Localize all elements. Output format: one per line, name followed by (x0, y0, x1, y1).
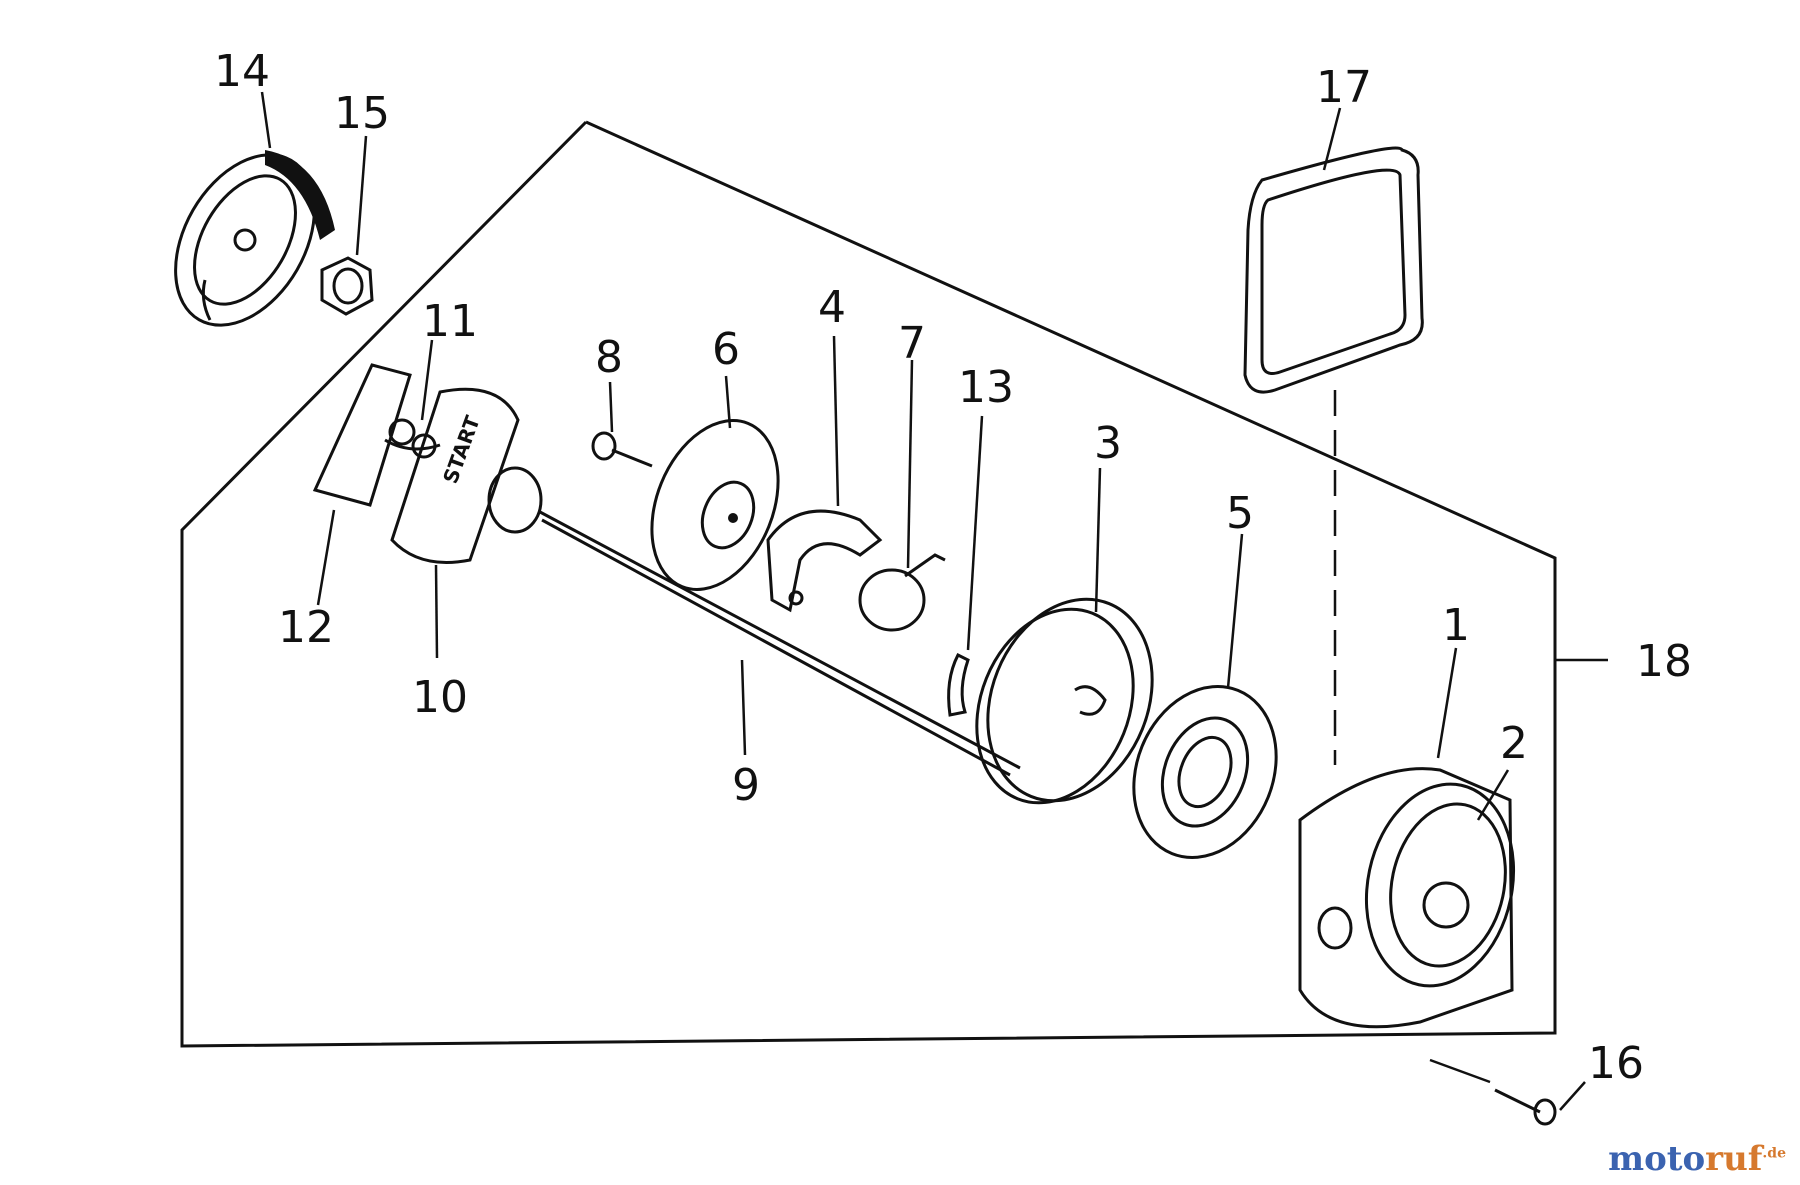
part-6-plate (650, 419, 780, 591)
callout-9: 9 (732, 760, 760, 811)
callout-4: 4 (818, 282, 846, 333)
part-3-pulley (975, 597, 1154, 805)
callout-10: 10 (412, 672, 468, 723)
part-14-starter-handle (174, 150, 335, 327)
leader-1 (1436, 647, 1458, 759)
leader-13 (966, 415, 984, 651)
callout-18: 18 (1636, 636, 1692, 687)
part-8-screw (591, 431, 653, 468)
watermark-tld: .de (1762, 1145, 1786, 1162)
part-5-recoil-spring (1132, 685, 1278, 859)
leader-2 (1476, 769, 1510, 821)
callout-7: 7 (898, 318, 926, 369)
assembly-outline (180, 120, 1557, 1048)
callout-1: 1 (1442, 600, 1470, 651)
part-7-clip (858, 553, 946, 632)
part-15-nut (320, 256, 374, 316)
callout-17: 17 (1316, 62, 1372, 113)
leader-10 (434, 564, 439, 659)
leader-5 (1226, 533, 1244, 689)
leader-11 (420, 339, 434, 421)
leader-9 (740, 659, 747, 756)
callout-5: 5 (1226, 488, 1254, 539)
part-12-handle-cover (312, 363, 412, 507)
part-11-rope-knot (384, 418, 441, 459)
leader-12 (316, 509, 336, 606)
part-9-rope (487, 466, 1021, 777)
leader-8 (608, 381, 614, 433)
part-17-gasket (1243, 146, 1424, 394)
part-13-spring (947, 652, 970, 717)
callout-2: 2 (1500, 718, 1528, 769)
leader-15 (355, 135, 368, 256)
part-16-bolt (1429, 1058, 1557, 1126)
callout-15: 15 (334, 88, 390, 139)
callout-11: 11 (422, 296, 478, 347)
leader-7 (906, 359, 914, 569)
callout-3: 3 (1094, 418, 1122, 469)
leader-6 (724, 375, 732, 429)
leader-14 (260, 91, 272, 149)
callout-13: 13 (958, 362, 1014, 413)
callout-12: 12 (278, 602, 334, 653)
watermark-ruf: ruf (1705, 1139, 1763, 1179)
leader-16 (1559, 1081, 1586, 1111)
callout-16: 16 (1588, 1038, 1644, 1089)
motoruf-watermark: motoruf.de (1608, 1139, 1786, 1179)
callout-14: 14 (214, 46, 270, 97)
grip-start-text: START (438, 412, 485, 486)
leader-17 (1322, 107, 1342, 171)
callout-8: 8 (595, 332, 623, 383)
leader-4 (832, 335, 840, 507)
leader-3 (1094, 467, 1102, 613)
part-1-housing (1298, 767, 1516, 1029)
part-4-pawl (766, 509, 883, 613)
callout-6: 6 (712, 324, 740, 375)
watermark-moto: moto (1608, 1139, 1706, 1179)
